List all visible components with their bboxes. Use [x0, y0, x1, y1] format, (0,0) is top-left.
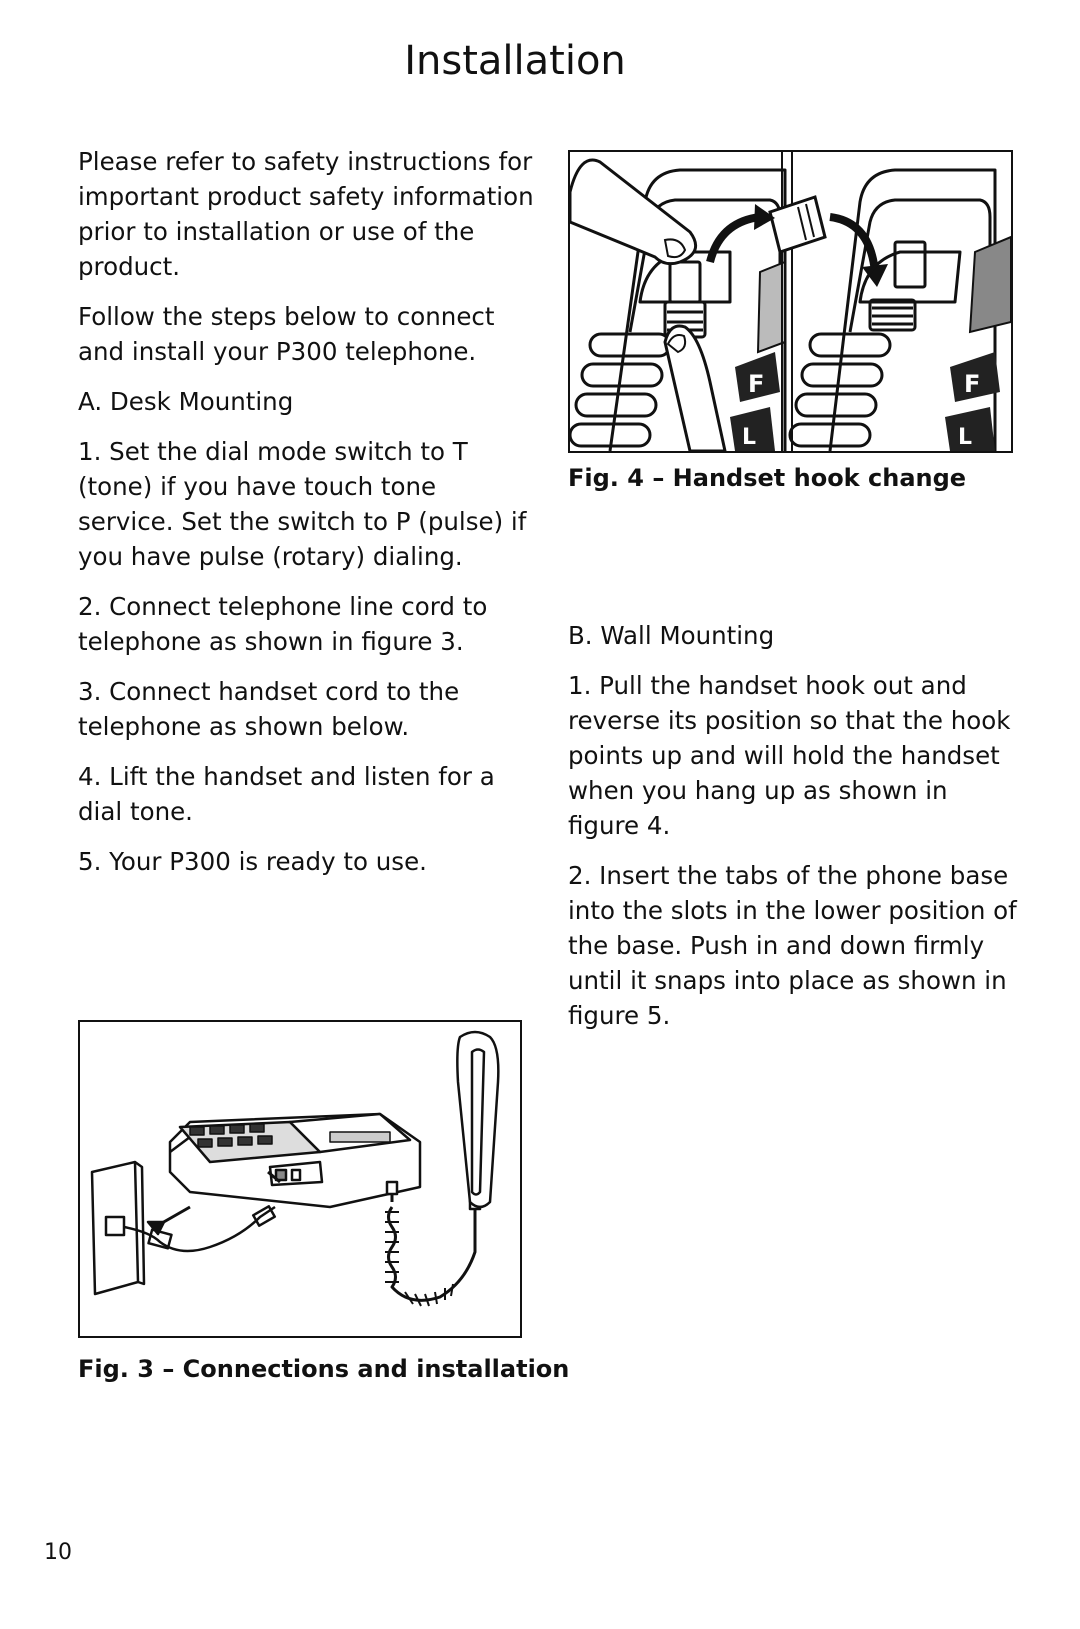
- right-column: B. Wall Mounting 1. Pull the handset hoo…: [568, 618, 1018, 1048]
- section-a-heading: A. Desk Mounting: [78, 387, 294, 416]
- key-label-l-right: L: [958, 425, 972, 450]
- line-cord: [123, 1205, 276, 1253]
- function-key-left: F L: [730, 352, 780, 451]
- desk-step-4: 4. Lift the handset and listen for a dia…: [78, 762, 495, 826]
- wall-step-2: 2. Insert the tabs of the phone base int…: [568, 861, 1017, 1030]
- key-label-l-left: L: [742, 425, 756, 450]
- figure-3-caption: Fig. 3 – Connections and installation: [78, 1355, 570, 1383]
- desk-step-1: 1. Set the dial mode switch to T (tone) …: [78, 437, 527, 571]
- figure-4-illustration: F L: [568, 150, 1013, 453]
- handset-cord: [387, 1190, 477, 1302]
- handset-hook-drawing: F L: [570, 152, 1011, 451]
- left-column: Please refer to safety instructions for …: [78, 144, 538, 894]
- key-label-f-right: F: [964, 370, 980, 398]
- page-title: Installation: [404, 38, 626, 84]
- desk-step-3: 3. Connect handset cord to the telephone…: [78, 677, 460, 741]
- intro-safety-text: Please refer to safety instructions for …: [78, 147, 534, 281]
- desk-step-2: 2. Connect telephone line cord to teleph…: [78, 592, 488, 656]
- figure-3-illustration: [78, 1020, 522, 1338]
- handset: [456, 1030, 500, 1209]
- page-number: 10: [44, 1540, 72, 1565]
- phone-connections-drawing: [90, 1030, 500, 1307]
- section-b-heading: B. Wall Mounting: [568, 621, 775, 650]
- hook-piece: [768, 195, 827, 254]
- figure-4-caption: Fig. 4 – Handset hook change: [568, 464, 967, 492]
- desk-step-5: 5. Your P300 is ready to use.: [78, 847, 427, 876]
- key-label-f-left: F: [748, 370, 764, 398]
- phone-base: [168, 1112, 422, 1209]
- wall-step-1: 1. Pull the handset hook out and reverse…: [568, 671, 1011, 840]
- function-key-right: F L: [945, 352, 1000, 451]
- intro-steps-text: Follow the steps below to connect and in…: [78, 302, 495, 366]
